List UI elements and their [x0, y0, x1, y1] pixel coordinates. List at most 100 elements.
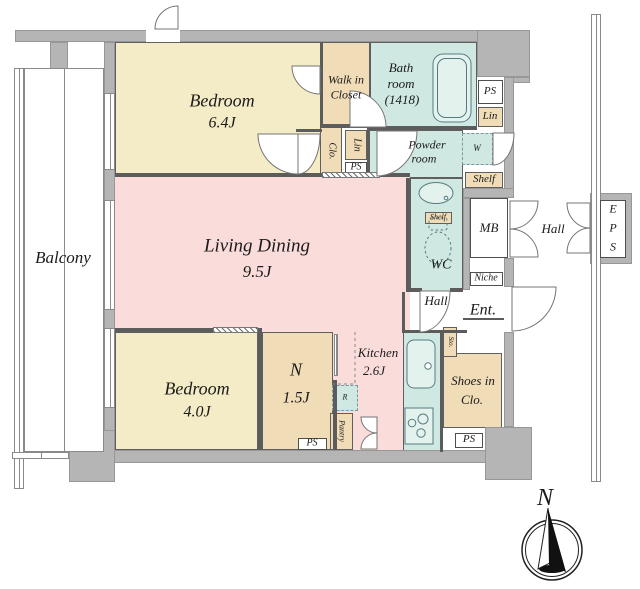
- ps-d-label: PS: [462, 433, 476, 446]
- wall-bedroom-door-stub: [296, 129, 322, 132]
- wall-wc-left: [406, 178, 410, 292]
- powder-room-label-1: Powder: [408, 137, 446, 152]
- meter-box-label: MB: [479, 219, 499, 235]
- kitchen-counter-area: [403, 332, 441, 452]
- door-top-exterior: [154, 5, 179, 30]
- wall-wc-bottom-b: [450, 288, 463, 292]
- balcony-label: Balcony: [35, 247, 91, 267]
- wall-bedroom-wic: [320, 42, 323, 128]
- meter-box: [470, 198, 508, 258]
- compass-outer-circle: [521, 519, 583, 581]
- shelf-b-label: Shelf: [430, 212, 446, 222]
- wall-wic-bottom: [320, 125, 370, 128]
- right-wall-mid: [504, 258, 514, 287]
- linen-a-area: [345, 130, 367, 160]
- compass: [521, 507, 583, 581]
- bathroom-label-2: room: [387, 75, 415, 91]
- linen-b-label: Lin: [482, 110, 498, 123]
- corridor-hall-label: Hall: [541, 220, 565, 236]
- ps-c-box: [298, 438, 327, 450]
- wall-bedroom2-top: [115, 328, 262, 332]
- wall-above-mb: [463, 188, 514, 198]
- niche-label: Niche: [474, 272, 498, 284]
- door-mb-upper: [509, 200, 539, 230]
- wall-kitchen-top: [402, 330, 467, 333]
- niche-box: [470, 272, 503, 286]
- wall-bedroom2-n: [258, 328, 262, 450]
- compass-needle-white: [537, 507, 553, 570]
- bottom-wall: [104, 450, 487, 463]
- bathroom-label-1: Bath: [388, 59, 414, 75]
- wall-ld-top: [115, 173, 410, 177]
- inner-hall-label: Hall: [424, 292, 448, 308]
- n-room-door-leaf: [334, 334, 338, 376]
- bottom-right-pillar: [485, 427, 532, 480]
- refrigerator-label: R: [342, 392, 348, 402]
- kitchen-label: Kitchen: [357, 344, 399, 360]
- wall-bath-bottom: [368, 127, 477, 130]
- window-living: [104, 200, 115, 310]
- living-dining-area: [115, 175, 410, 332]
- top-door-threshold: [146, 30, 180, 42]
- eps-letter-p: P: [609, 220, 617, 235]
- living-dining-label: Living Dining: [203, 235, 311, 257]
- wc-vanity-area: [410, 178, 463, 292]
- shelf-a-label: Shelf: [473, 173, 495, 186]
- compass-north-label: N: [536, 485, 554, 512]
- wall-kitchen-right: [440, 332, 443, 452]
- shelf-a-area: [465, 172, 503, 188]
- top-left-step: [50, 42, 68, 70]
- wall-hall-ld: [402, 292, 405, 332]
- door-eps-upper: [566, 202, 591, 229]
- compass-base: [539, 565, 565, 573]
- sto-label: Sto.: [446, 336, 455, 348]
- eps-letter-s: S: [610, 239, 616, 254]
- wic-label-2: Closet: [330, 87, 362, 102]
- wic-label-1: Walk in: [328, 72, 364, 87]
- top-right-block: [477, 30, 530, 77]
- pantry-label: Pantry: [337, 420, 347, 442]
- storage-room-size: 1.5J: [282, 389, 310, 407]
- ps-a-label: PS: [483, 85, 497, 98]
- top-wall: [15, 30, 530, 42]
- clo-label: Clo.: [326, 142, 338, 160]
- shoes-closet-label-2: Clo.: [460, 391, 484, 407]
- ps-a-box: [478, 80, 503, 104]
- wc-label: WC: [430, 257, 452, 273]
- shoes-closet-area: [443, 353, 502, 428]
- ps-d-box: [455, 433, 483, 448]
- bathroom-area: [370, 42, 477, 127]
- shoes-closet-label-1: Shoes in: [451, 372, 495, 388]
- entrance-label: Ent.: [469, 301, 497, 319]
- bedroom-second-area: [115, 332, 258, 450]
- linen-a-label: Lin: [351, 138, 363, 152]
- ps-b-label: PS: [350, 161, 362, 173]
- sliding-partition-bedroom2: [213, 327, 258, 333]
- bathroom-label-3: (1418): [384, 91, 420, 107]
- washer-label: W: [473, 143, 481, 154]
- window-bedroom-main: [104, 93, 115, 170]
- compass-inner-circle: [525, 523, 579, 577]
- bedroom-main-size: 6.4J: [208, 114, 236, 132]
- wall-clo-powder: [367, 127, 370, 178]
- kitchen-size: 2.6J: [362, 362, 386, 378]
- bedroom-second-label: Bedroom: [164, 378, 230, 399]
- right-wall-upper: [504, 77, 514, 198]
- entrance-step-line: [463, 318, 504, 320]
- powder-room-label-2: room: [411, 151, 437, 166]
- balcony-area: [24, 68, 104, 452]
- ps-c-label: PS: [306, 437, 318, 449]
- wall-wc-bottom-a: [406, 288, 422, 292]
- eps-letter-e: E: [609, 201, 617, 216]
- bedroom-second-size: 4.0J: [183, 403, 211, 421]
- wall-left-of-mb: [463, 198, 470, 290]
- door-eps-lower: [566, 227, 591, 254]
- eps-inner-box: [600, 200, 626, 258]
- storage-room-label: N: [289, 359, 303, 380]
- door-mb-lower: [509, 228, 539, 258]
- window-bedroom-second: [104, 328, 115, 408]
- wall-n-right: [333, 380, 337, 450]
- balcony-railing: [14, 68, 24, 489]
- linen-b-area: [478, 107, 503, 127]
